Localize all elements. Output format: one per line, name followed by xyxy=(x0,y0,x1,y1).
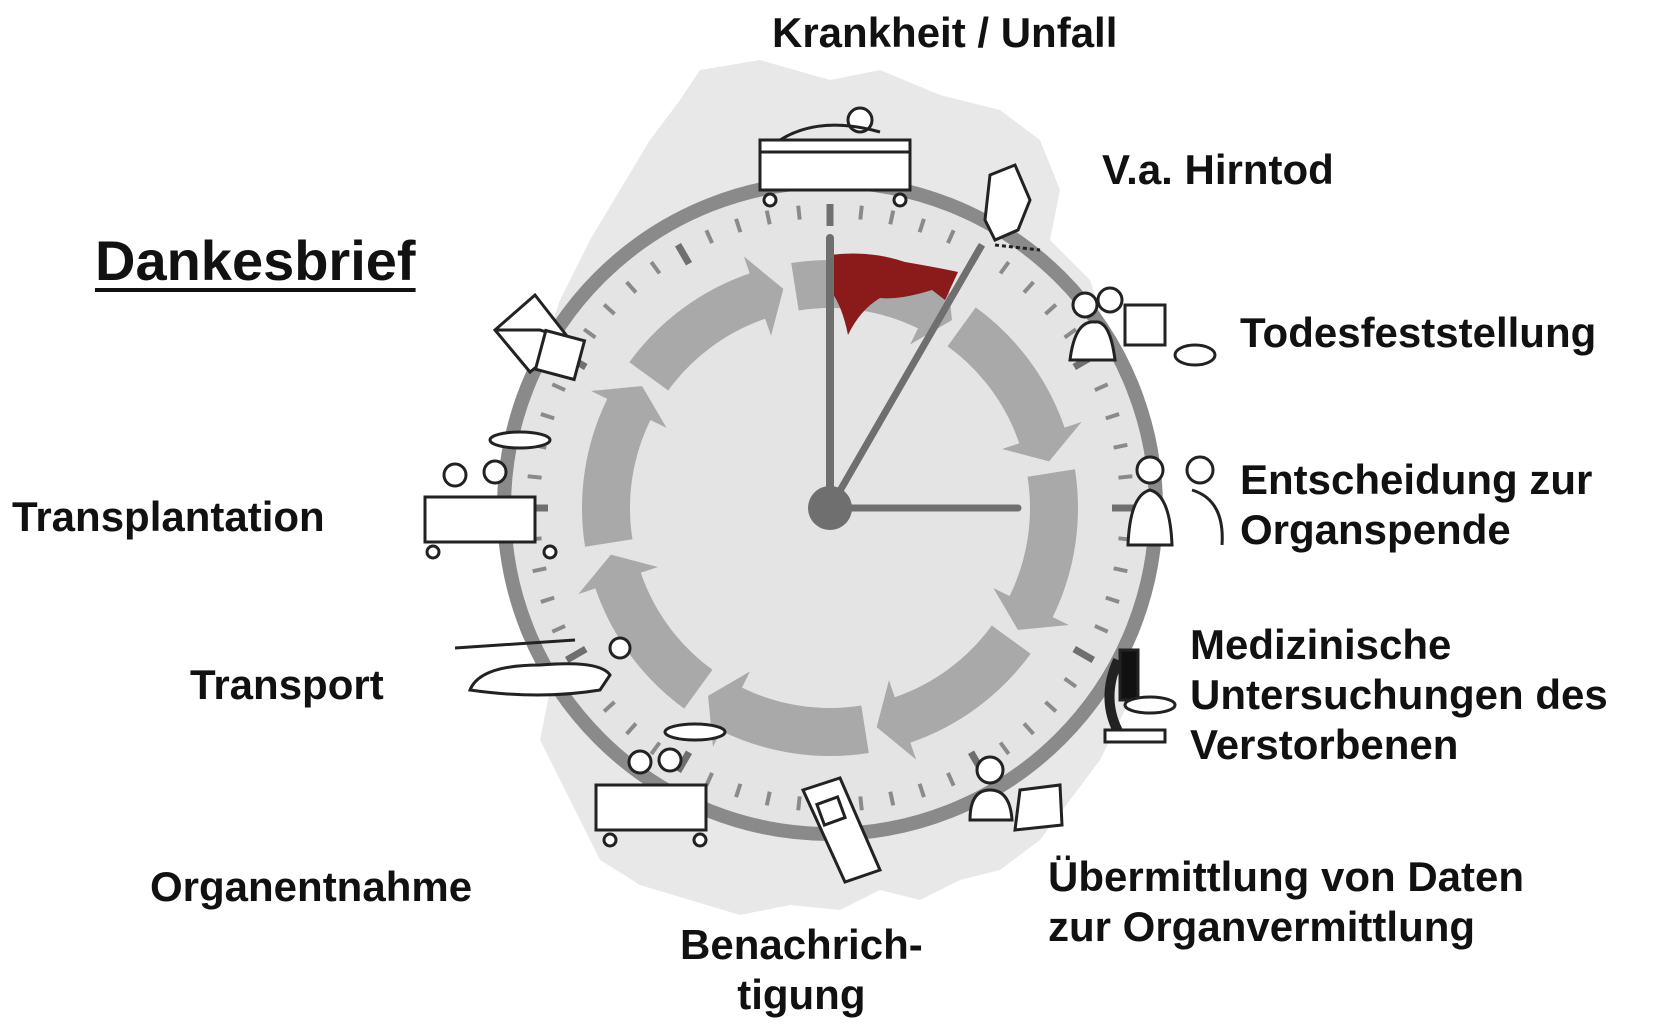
clock-minor-tick xyxy=(1105,412,1120,421)
clock-minor-tick xyxy=(625,722,638,736)
clock-minor-tick xyxy=(1094,382,1109,392)
step-label-transplantation: Transplantation xyxy=(12,493,325,540)
clock-minor-tick xyxy=(602,700,616,713)
hospital-bed-patient-icon xyxy=(758,106,912,208)
step-label-hirntod: V.a. Hirntod xyxy=(1102,146,1334,193)
step-label-uebermittlung: Übermittlung von Daten zur Organvermittl… xyxy=(1048,853,1525,950)
cycle-arrow-segment xyxy=(947,307,1082,462)
clock-minor-tick xyxy=(1022,722,1035,736)
clock-minor-tick xyxy=(998,741,1011,756)
cycle-arrow-segment xyxy=(582,386,667,547)
clock-minor-tick xyxy=(1063,327,1078,340)
clock-minor-tick xyxy=(582,327,597,340)
clock-major-tick xyxy=(674,242,693,266)
clock-minor-tick xyxy=(917,783,926,798)
clock-minor-tick xyxy=(946,772,956,787)
cycle-arrow-segment xyxy=(578,554,713,709)
surgery-team-icon xyxy=(423,430,558,560)
red-flag-arrow-icon xyxy=(830,253,958,335)
surgery-team-icon xyxy=(594,722,727,848)
page-title: Dankesbrief xyxy=(95,229,416,292)
clock-minor-tick xyxy=(1113,566,1128,574)
clock-minor-tick xyxy=(527,474,542,480)
clock-minor-tick xyxy=(1022,280,1035,294)
clock-minor-tick xyxy=(888,791,896,806)
clock-minor-tick xyxy=(1105,595,1120,604)
clock-minor-tick xyxy=(551,382,566,392)
doctors-examining-icon xyxy=(1068,286,1217,367)
clock-minor-tick xyxy=(602,303,616,316)
mobile-phone-icon xyxy=(800,776,883,884)
clock-major-tick xyxy=(564,645,588,664)
clock-minor-tick xyxy=(946,229,956,244)
step-label-todesfeststellung: Todesfeststellung xyxy=(1240,309,1597,356)
cycle-arrow-segment xyxy=(993,469,1078,630)
clock-minor-tick xyxy=(1044,700,1058,713)
clock-minor-tick xyxy=(1113,442,1128,450)
clock-minor-tick xyxy=(858,205,864,220)
clock-minor-tick xyxy=(734,218,743,233)
clock-minor-tick xyxy=(764,210,772,225)
cycle-arrow-segment xyxy=(629,256,784,391)
clock-minor-tick xyxy=(764,791,772,806)
clock-minor-tick xyxy=(649,260,662,275)
clock-minor-tick xyxy=(625,280,638,294)
clock-minor-tick xyxy=(1044,303,1058,316)
step-label-organentnahme: Organentnahme xyxy=(150,863,473,910)
clock-major-tick xyxy=(674,750,693,774)
clock-minor-tick xyxy=(551,624,566,634)
clock-minor-tick xyxy=(734,783,743,798)
cycle-arrow-segment xyxy=(876,625,1031,760)
step-label-krankheit: Krankheit / Unfall xyxy=(772,9,1118,56)
clock-minor-tick xyxy=(649,741,662,756)
clock-minor-tick xyxy=(796,205,802,220)
clock-minor-tick xyxy=(796,796,802,811)
clock-minor-tick xyxy=(1094,624,1109,634)
medical-monitor-icon xyxy=(983,163,1041,252)
clock-center xyxy=(808,486,852,530)
clock-minor-tick xyxy=(1118,474,1133,480)
clock-major-tick xyxy=(1072,645,1096,664)
step-label-transport: Transport xyxy=(190,661,384,708)
clock-minor-tick xyxy=(532,566,547,574)
clock-minor-tick xyxy=(888,210,896,225)
clock-minor-tick xyxy=(858,796,864,811)
doctor-family-conversation-icon xyxy=(1126,455,1224,547)
clock-minor-tick xyxy=(998,260,1011,275)
step-label-untersuchungen: Medizinische Untersuchungen des Verstorb… xyxy=(1190,621,1608,768)
step-label-entscheidung: Entscheidung zur Organspende xyxy=(1240,456,1593,553)
cycle-arrow-segment xyxy=(708,671,869,756)
clock-minor-tick xyxy=(540,595,555,604)
helicopter-icon xyxy=(454,636,632,697)
clock-minor-tick xyxy=(704,229,714,244)
envelope-icon xyxy=(492,292,587,382)
clock-minor-tick xyxy=(1063,676,1078,689)
step-label-benachrichtigung: Benachrich- tigung xyxy=(680,921,923,1018)
microscope-icon xyxy=(1103,648,1177,744)
clock-minor-tick xyxy=(917,218,926,233)
clock-minor-tick xyxy=(540,412,555,421)
laptop-user-icon xyxy=(968,755,1064,832)
second-hand xyxy=(826,244,984,512)
